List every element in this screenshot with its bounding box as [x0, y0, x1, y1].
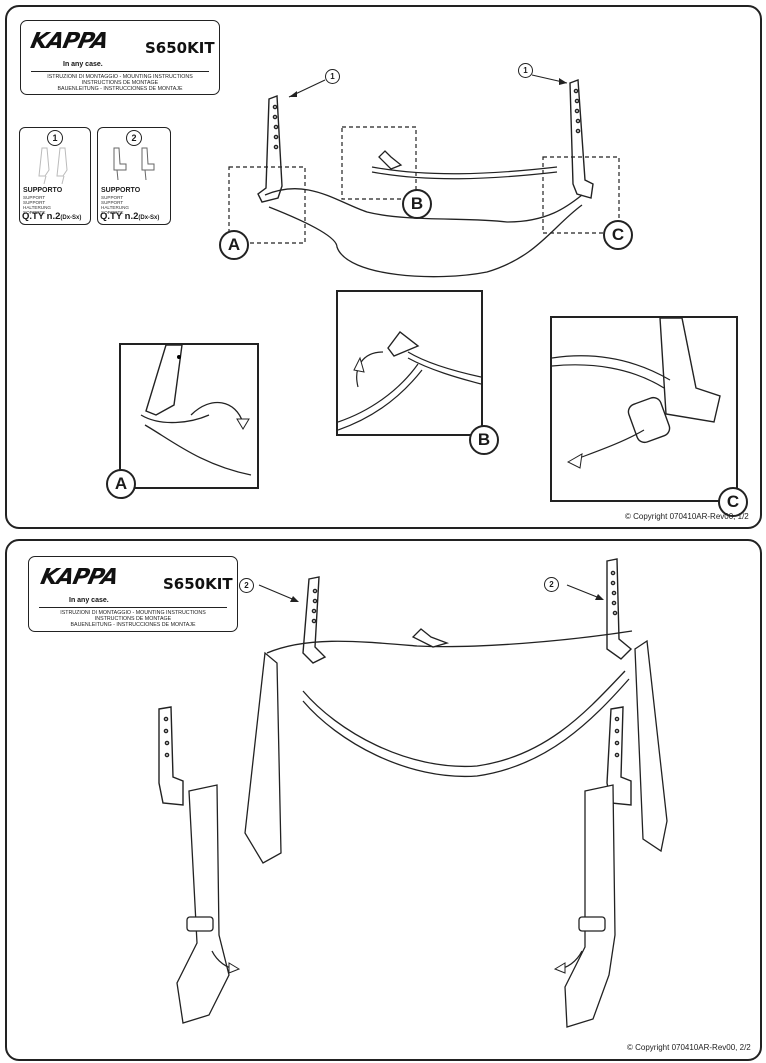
detail-box-b: [341, 126, 417, 200]
strap-loop: [264, 188, 583, 278]
translation-es: SOPORTE: [23, 210, 46, 215]
left-support-1: [257, 95, 283, 203]
instructions-text: ISTRUZIONI DI MONTAGGIO - MOUNTING INSTR…: [37, 610, 229, 628]
instructions-line-3: BAUENLEITUNG - INSTRUCCIONES DE MONTAJE: [57, 86, 183, 92]
detail-b-illustration: [338, 331, 481, 431]
lower-left-support-2: [158, 706, 184, 806]
part-quantity: Q.TY n.2(Dx-Sx): [100, 211, 159, 222]
upper-left-support-2: [302, 576, 327, 664]
strap-top: [371, 166, 558, 180]
instruction-page-1: KAPPA S650KIT In any case. ISTRUZIONI DI…: [5, 5, 762, 529]
part-name: SUPPORTO: [101, 187, 141, 194]
lower-right-buckle: [578, 916, 606, 932]
upper-right-support-2: [606, 558, 633, 660]
lower-right-strap: [564, 784, 616, 1028]
tagline: In any case.: [69, 597, 109, 604]
detail-callout-a: A: [106, 469, 136, 499]
translation-en: SUPPORT: [101, 195, 124, 200]
arrowhead-left: [290, 596, 299, 602]
buckle-hook: [378, 150, 403, 170]
instructions-line-2: INSTRUCTIONS DE MONTAGE: [81, 80, 159, 86]
translation-fr: SUPPORT: [23, 200, 46, 205]
callout-b: B: [402, 189, 432, 219]
upper-right-hanging-strap: [634, 639, 668, 853]
arrowhead-left: [289, 91, 297, 97]
translation-es: SOPORTE: [101, 210, 124, 215]
detail-view-c: [550, 316, 738, 502]
model-name: S650KIT: [163, 575, 233, 593]
instruction-page-2: KAPPA S650KIT In any case. ISTRUZIONI DI…: [5, 539, 762, 1061]
detail-view-b: [336, 290, 483, 436]
lower-right-support-2: [606, 706, 632, 806]
pointer-arrow-right: [566, 584, 603, 600]
detail-box-c: [542, 156, 620, 234]
translation-fr: SUPPORT: [101, 200, 124, 205]
strap-assembly-illustration: [228, 74, 620, 278]
lower-left-strap: [176, 784, 230, 1024]
arrowhead-right: [559, 78, 567, 85]
support-2-thumbnail: [113, 147, 155, 181]
arrowhead-right: [595, 594, 604, 600]
detail-c-illustration: [552, 318, 721, 469]
callout-c: C: [603, 220, 633, 250]
detail-callout-b: B: [469, 425, 499, 455]
header-rule: [31, 71, 209, 72]
translation-en: SUPPORT: [23, 195, 46, 200]
part-translations: SUPPORT SUPPORT HALTERUNG SOPORTE: [101, 195, 129, 215]
part-number-badge: 1: [47, 130, 63, 146]
side-label: (Dx-Sx): [60, 215, 82, 221]
instructions-line-3: BAUENLEITUNG - INSTRUCCIONES DE MONTAJE: [70, 622, 196, 628]
right-support-1: [569, 79, 594, 199]
support-1-thumbnail: [38, 147, 68, 184]
detail-box-a: [228, 166, 306, 244]
strap-extension-illustration: [158, 558, 668, 1028]
header-rule: [39, 607, 227, 608]
part-card-2: 2 SUPPORTO SUPPORT SUPPORT HALTERUNG SOP…: [97, 127, 171, 225]
tagline: In any case.: [63, 61, 103, 68]
callout-a: A: [219, 230, 249, 260]
part-quantity: Q.TY n.2(Dx-Sx): [22, 211, 81, 222]
detail-view-a: [119, 343, 259, 489]
part-ref-badge-right: 1: [518, 63, 533, 78]
part-number-badge: 2: [126, 130, 142, 146]
instructions-text: ISTRUZIONI DI MONTAGGIO - MOUNTING INSTR…: [27, 74, 213, 92]
qty-label: Q.TY n.2: [100, 211, 139, 222]
instructions-line-2: INSTRUCTIONS DE MONTAGE: [94, 616, 172, 622]
part-translations: SUPPORT SUPPORT HALTERUNG SOPORTE: [23, 195, 51, 215]
upper-buckle: [411, 628, 450, 648]
translation-de: HALTERUNG: [23, 205, 51, 210]
qty-label: Q.TY n.2: [22, 211, 61, 222]
part-name: SUPPORTO: [23, 187, 63, 194]
detail-callout-c: C: [718, 487, 748, 517]
upper-strap: [266, 630, 633, 778]
part-ref-badge-left: 1: [325, 69, 340, 84]
part-ref-badge-right: 2: [544, 577, 559, 592]
upper-left-hanging-strap: [244, 651, 282, 864]
header-box: KAPPA S650KIT In any case. ISTRUZIONI DI…: [20, 20, 220, 95]
copyright-page-1: © Copyright 070410AR-Rev00, 1/2: [625, 512, 749, 521]
part-ref-badge-left: 2: [239, 578, 254, 593]
model-name: S650KIT: [145, 39, 215, 57]
part-card-1: 1 SUPPORTO SUPPORT SUPPORT HALTERUNG SOP…: [19, 127, 91, 225]
detail-a-illustration: [140, 345, 252, 476]
instructions-line-1: ISTRUZIONI DI MONTAGGIO - MOUNTING INSTR…: [47, 74, 193, 80]
header-box: KAPPA S650KIT In any case. ISTRUZIONI DI…: [28, 556, 238, 632]
translation-de: HALTERUNG: [101, 205, 129, 210]
pointer-arrow-left: [258, 584, 298, 602]
lower-left-buckle: [186, 916, 214, 932]
side-label: (Dx-Sx): [138, 215, 160, 221]
instructions-line-1: ISTRUZIONI DI MONTAGGIO - MOUNTING INSTR…: [60, 610, 206, 616]
copyright-page-2: © Copyright 070410AR-Rev00, 2/2: [627, 1043, 751, 1052]
